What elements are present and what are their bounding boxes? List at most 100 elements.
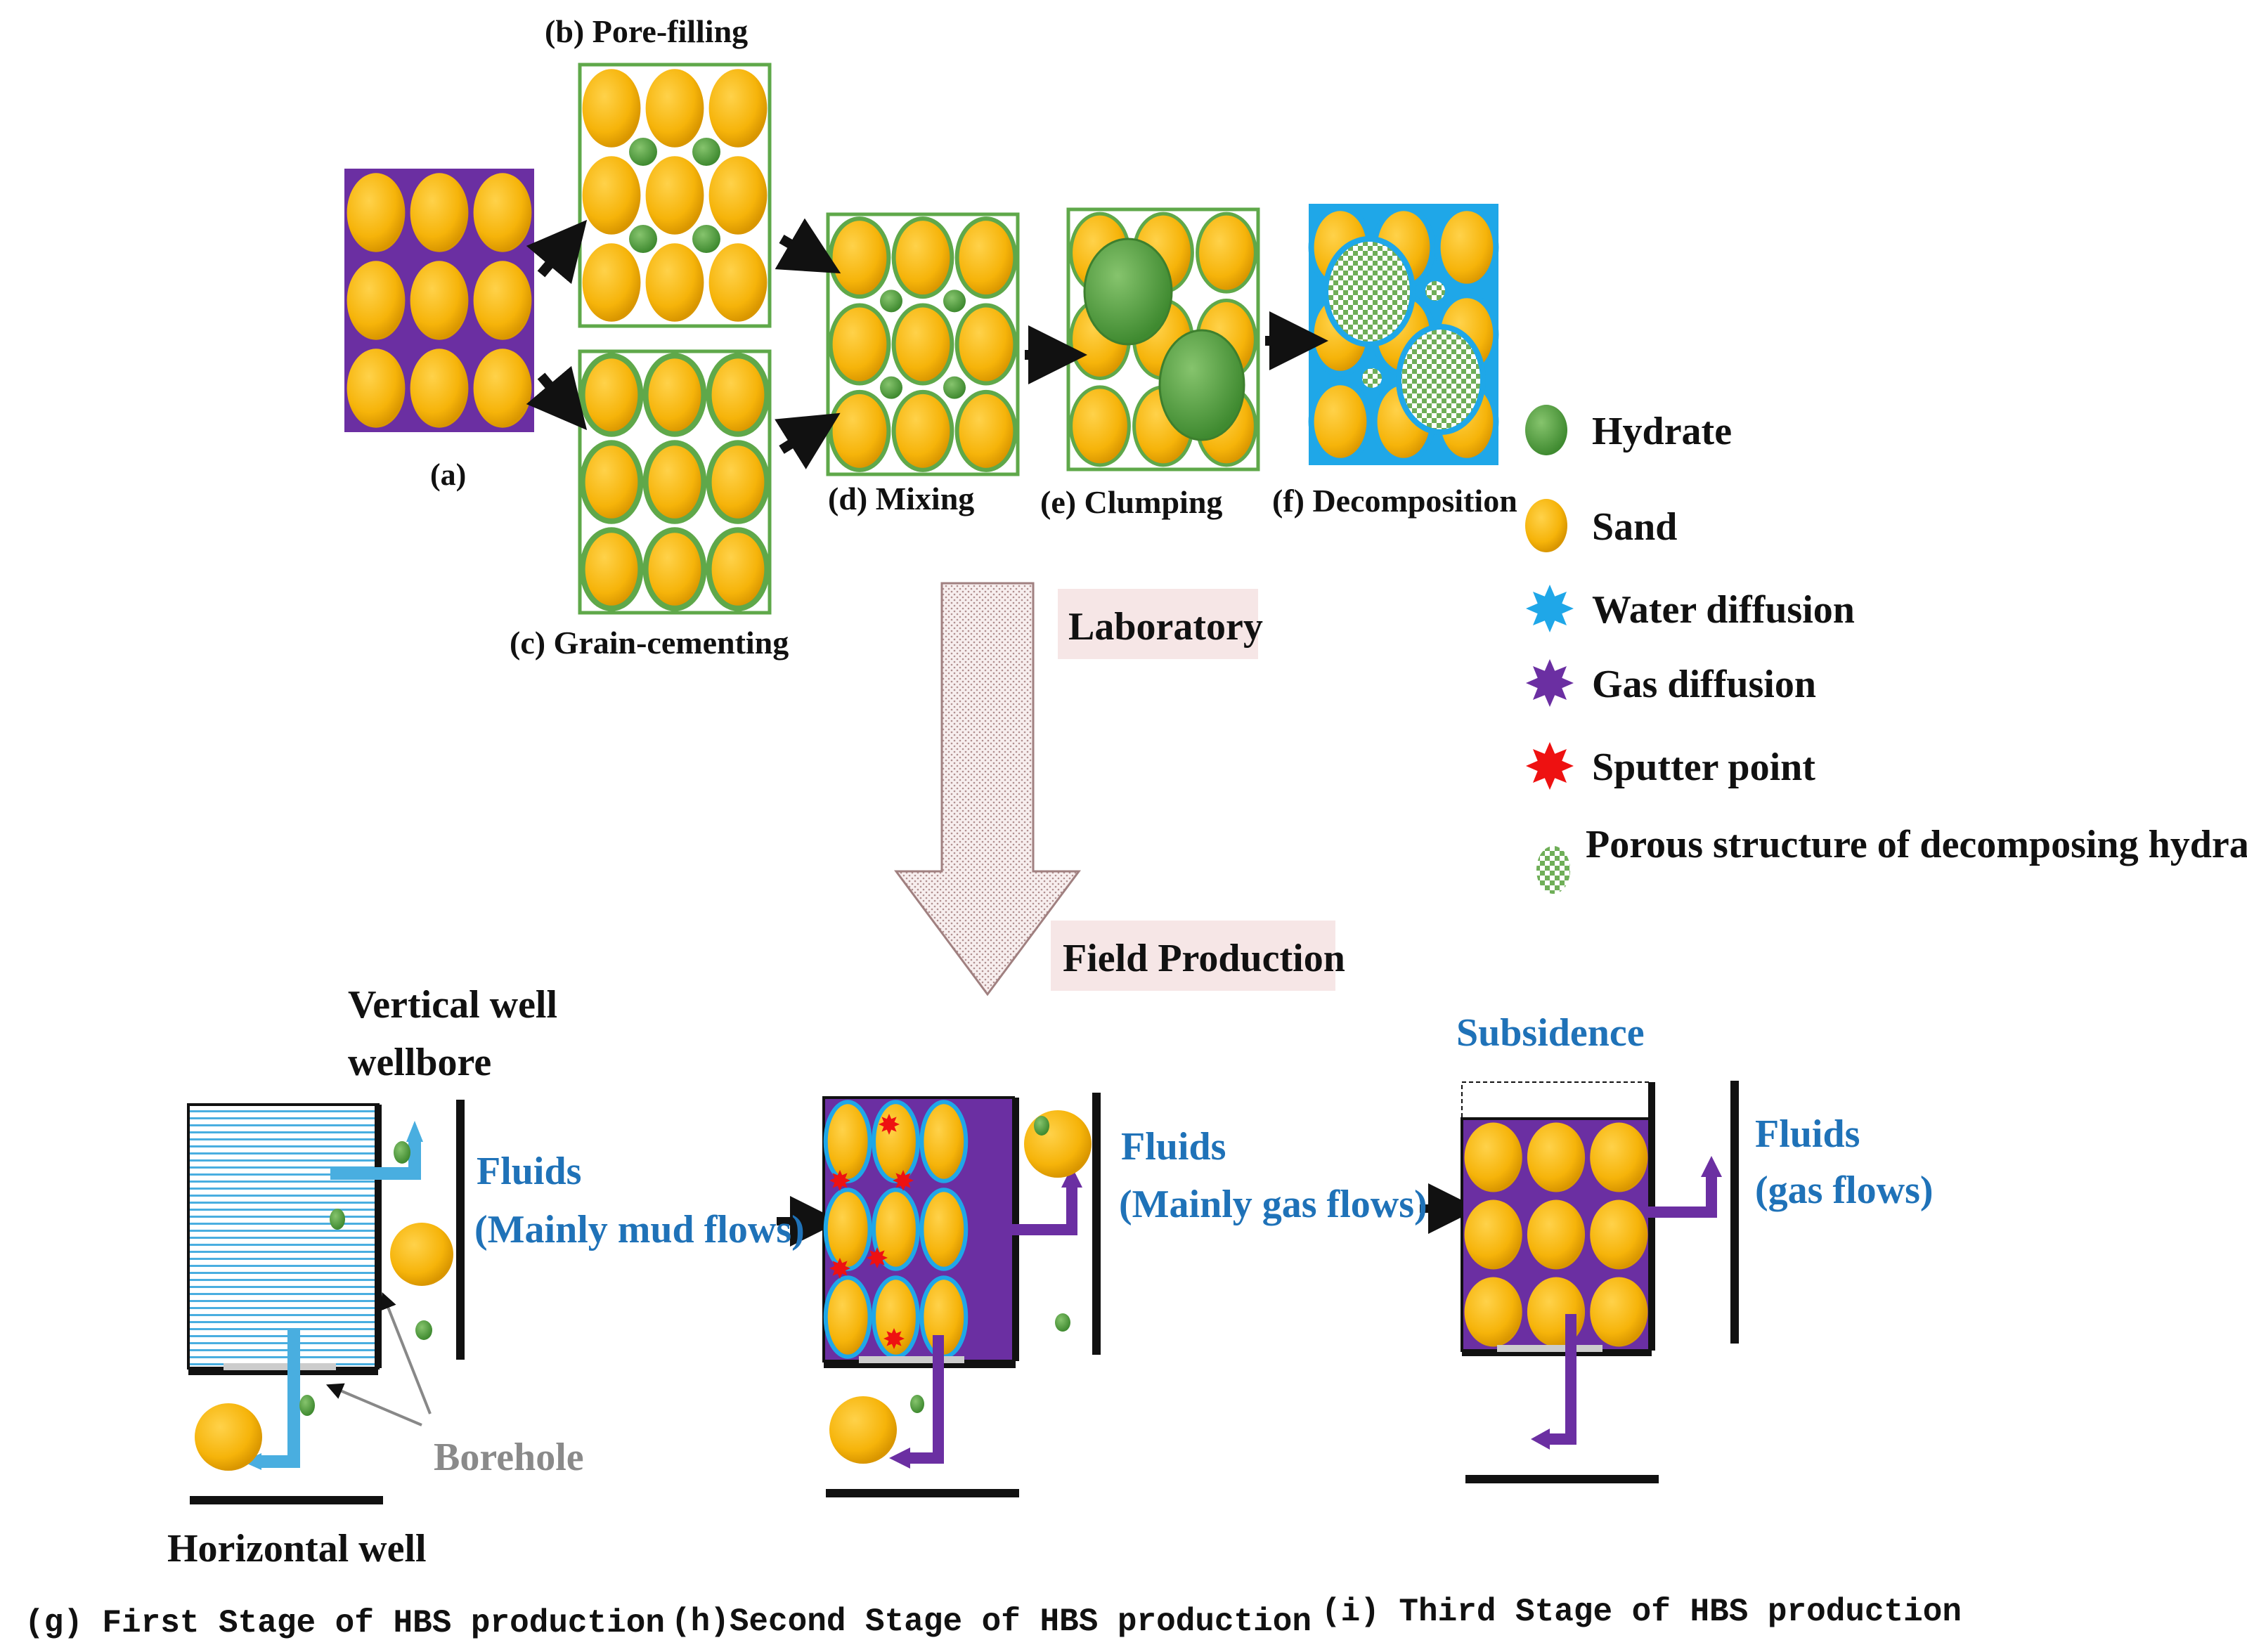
sand-grain xyxy=(642,527,707,611)
panel-c-grain-cementing xyxy=(578,349,772,615)
sand-grain xyxy=(582,69,641,148)
sand-grain xyxy=(1435,205,1499,290)
label-d: (d) Mixing xyxy=(828,481,974,516)
sand-grain xyxy=(579,527,644,611)
label-e: (e) Clumping xyxy=(1040,484,1222,520)
panel-b-pore-filling xyxy=(578,63,772,328)
sand-grain xyxy=(828,389,891,472)
sand-grain xyxy=(473,173,532,252)
sputter-point xyxy=(829,1258,850,1279)
sand-grain xyxy=(891,216,954,299)
legend-label-water: Water diffusion xyxy=(1592,588,1855,632)
sand-grain xyxy=(1527,1199,1586,1270)
legend-swatch-gas xyxy=(1526,659,1574,707)
sand-grain xyxy=(1069,385,1131,467)
sand-grain xyxy=(347,261,406,340)
sand-grain xyxy=(1590,1122,1648,1192)
stage-i-third-stage xyxy=(1461,1081,1739,1483)
hydrate-particle xyxy=(692,225,720,253)
hydrate-particle xyxy=(943,376,966,399)
sand-grain xyxy=(1464,1199,1522,1270)
caption-g: (g) First Stage of HBS production xyxy=(25,1605,665,1641)
legend-star xyxy=(1526,659,1574,707)
sand-grain xyxy=(473,349,532,428)
sand-grain xyxy=(1464,1122,1522,1192)
sand-grain xyxy=(1464,1277,1522,1347)
hydrate-particle xyxy=(1425,281,1445,301)
caption-h: (h)Second Stage of HBS production xyxy=(671,1604,1312,1640)
flow-arrows-top xyxy=(526,218,1328,469)
legend-label-sand: Sand xyxy=(1592,505,1677,549)
sand-grain xyxy=(919,1100,969,1183)
sand-grain xyxy=(823,1100,872,1183)
sand-grain xyxy=(954,303,1018,386)
vertical-well-label: Vertical well xyxy=(348,983,557,1027)
sand-grain xyxy=(872,1100,920,1183)
sand-grain xyxy=(579,440,644,524)
sand-grain xyxy=(642,353,707,437)
stage-g-first-stage xyxy=(187,1100,841,1504)
sand-grain xyxy=(582,156,641,235)
legend-label-porous: Porous structure of decomposing hydrate xyxy=(1586,823,2247,866)
legend-swatch-sputter xyxy=(1526,742,1574,790)
porous-hydrate xyxy=(1323,236,1416,347)
legend-label-sputter: Sputter point xyxy=(1592,746,1815,789)
sputter-point xyxy=(867,1247,888,1268)
sand-grain xyxy=(828,216,891,299)
hydrate-particle xyxy=(1362,368,1382,388)
sand-grain xyxy=(706,527,770,611)
label-b: (b) Pore-filling xyxy=(545,13,748,49)
sand-grain xyxy=(1590,1277,1648,1347)
field-production-label: Field Production xyxy=(1063,937,1345,980)
sand-grain xyxy=(872,1188,920,1271)
panel-a-gas-saturated xyxy=(344,169,534,432)
sand-grain xyxy=(410,261,469,340)
sand-grain xyxy=(954,216,1018,299)
sand-grain xyxy=(708,156,768,235)
sand-grain xyxy=(347,173,406,252)
horizontal-well-label: Horizontal well xyxy=(167,1527,427,1570)
sand-grain xyxy=(582,243,641,322)
legend-star xyxy=(1526,742,1574,790)
sand-grain xyxy=(891,303,954,386)
panel-e-clumping xyxy=(1066,207,1260,471)
label-f: (f) Decomposition xyxy=(1272,483,1517,519)
fluids-h-detail: (Mainly gas flows) xyxy=(1119,1183,1427,1226)
wellbore-label: wellbore xyxy=(348,1041,491,1084)
sand-grain xyxy=(645,156,704,235)
sputter-point xyxy=(883,1328,905,1349)
hydrate-particle xyxy=(629,225,657,253)
fluids-g-detail: (Mainly mud flows) xyxy=(474,1208,805,1251)
hydrate-particle xyxy=(943,290,966,313)
sand-grain xyxy=(347,349,406,428)
sputter-point xyxy=(893,1170,914,1191)
sputter-point xyxy=(829,1170,850,1191)
fluids-g-label: Fluids xyxy=(477,1150,581,1193)
hydrate-clump xyxy=(1158,329,1245,441)
hydrate-particle xyxy=(692,138,720,166)
sand-grain xyxy=(708,69,768,148)
laboratory-box xyxy=(1058,589,1258,659)
legend-label-gas: Gas diffusion xyxy=(1592,663,1816,706)
laboratory-label: Laboratory xyxy=(1068,605,1263,649)
sand-grain xyxy=(708,243,768,322)
caption-i: (i) Third Stage of HBS production xyxy=(1321,1594,1962,1630)
sand-grain xyxy=(706,440,770,524)
hydrate-particle xyxy=(629,138,657,166)
legend-swatch-porous xyxy=(1536,846,1570,894)
borehole-label: Borehole xyxy=(434,1436,584,1479)
sand-grain xyxy=(473,261,532,340)
sputter-point xyxy=(879,1114,900,1135)
panel-f-decomposition xyxy=(1308,204,1499,465)
sand-grain xyxy=(706,353,770,437)
legend-label-hydrate: Hydrate xyxy=(1592,410,1732,453)
subsidence-label: Subsidence xyxy=(1456,1011,1645,1055)
label-c: (c) Grain-cementing xyxy=(510,625,789,661)
stage-h-second-stage xyxy=(822,1093,1479,1497)
sand-grain xyxy=(645,243,704,322)
hydrate-particle xyxy=(880,290,902,313)
panel-d-mixing xyxy=(826,212,1020,476)
fluids-h-label: Fluids xyxy=(1121,1125,1226,1169)
